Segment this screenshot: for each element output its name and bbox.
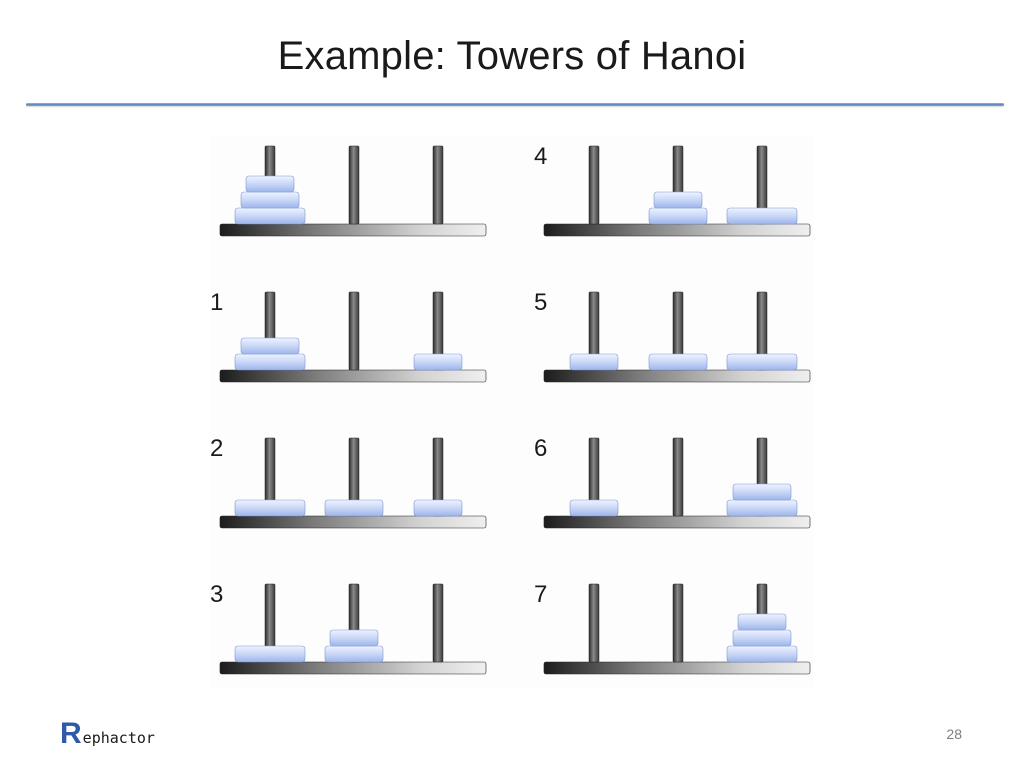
- hanoi-base: [219, 515, 487, 529]
- hanoi-peg: [432, 583, 444, 663]
- hanoi-disk: [234, 207, 306, 225]
- hanoi-disk: [234, 645, 306, 663]
- hanoi-disk: [732, 483, 792, 501]
- hanoi-state: 5: [534, 289, 811, 383]
- hanoi-state: 1: [210, 289, 487, 383]
- hanoi-peg: [432, 145, 444, 225]
- hanoi-disk: [653, 191, 703, 209]
- hanoi-base: [219, 661, 487, 675]
- hanoi-base: [543, 661, 811, 675]
- hanoi-base: [543, 369, 811, 383]
- hanoi-disk: [726, 499, 798, 517]
- hanoi-disk: [234, 499, 306, 517]
- slide-title: Example: Towers of Hanoi: [277, 34, 747, 78]
- hanoi-disk: [648, 353, 708, 371]
- hanoi-disk: [240, 191, 300, 209]
- hanoi-disk: [245, 175, 295, 193]
- hanoi-disk: [726, 353, 798, 371]
- hanoi-state: 3: [210, 581, 487, 675]
- hanoi-diagram: 1 2 3 4 5 6 7: [210, 136, 814, 688]
- hanoi-peg: [672, 583, 684, 663]
- hanoi-state: 4: [534, 143, 811, 237]
- hanoi-disk: [413, 499, 463, 517]
- step-label: 1: [210, 289, 223, 316]
- hanoi-base: [543, 223, 811, 237]
- logo-initial: R: [60, 717, 82, 750]
- hanoi-peg: [672, 437, 684, 517]
- step-label: 4: [534, 143, 547, 170]
- hanoi-peg: [588, 145, 600, 225]
- hanoi-state: [219, 145, 487, 237]
- company-logo: R ephactor: [60, 717, 155, 750]
- hanoi-disk: [569, 499, 619, 517]
- hanoi-disk: [732, 629, 792, 647]
- hanoi-state: 7: [534, 581, 811, 675]
- hanoi-diagram-svg: 1 2 3 4 5 6 7: [210, 143, 811, 675]
- hanoi-state: 6: [534, 435, 811, 529]
- step-label: 6: [534, 435, 547, 462]
- hanoi-disk: [413, 353, 463, 371]
- hanoi-disk: [324, 645, 384, 663]
- step-label: 5: [534, 289, 547, 316]
- title-divider: [26, 103, 1004, 106]
- hanoi-base: [219, 223, 487, 237]
- step-label: 3: [210, 581, 223, 608]
- hanoi-disk: [234, 353, 306, 371]
- hanoi-base: [543, 515, 811, 529]
- hanoi-disk: [324, 499, 384, 517]
- logo-text: ephactor: [82, 729, 155, 747]
- hanoi-disk: [240, 337, 300, 355]
- hanoi-disk: [726, 645, 798, 663]
- hanoi-disk: [737, 613, 787, 631]
- hanoi-peg: [588, 583, 600, 663]
- hanoi-peg: [348, 291, 360, 371]
- page-number: 28: [946, 726, 962, 742]
- hanoi-base: [219, 369, 487, 383]
- hanoi-disk: [329, 629, 379, 647]
- hanoi-disk: [648, 207, 708, 225]
- hanoi-state: 2: [210, 435, 487, 529]
- hanoi-peg: [348, 145, 360, 225]
- step-label: 7: [534, 581, 547, 608]
- step-label: 2: [210, 435, 223, 462]
- hanoi-disk: [569, 353, 619, 371]
- hanoi-disk: [726, 207, 798, 225]
